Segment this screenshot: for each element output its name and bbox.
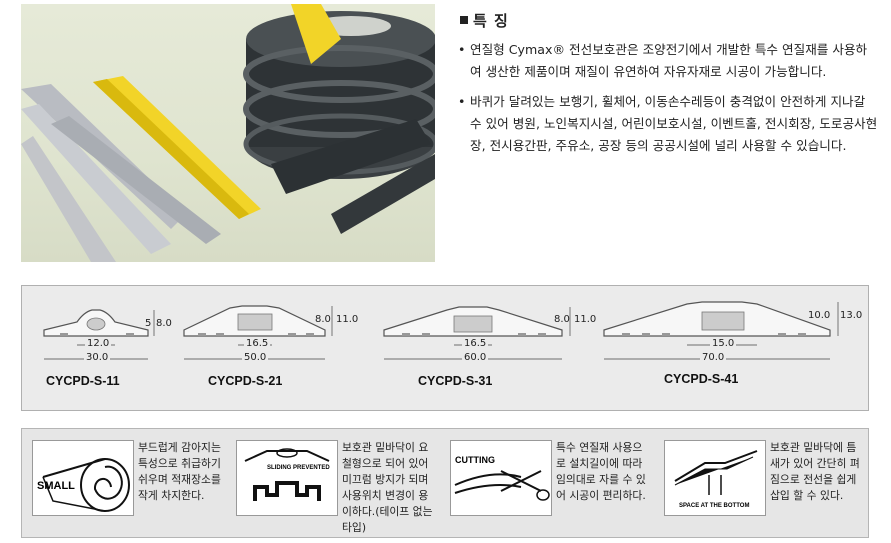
icon-description: 부드럽게 감아지는 특성으로 취급하기 쉬우며 적재장소를 작게 차지한다.: [138, 441, 221, 502]
product-photo: [21, 4, 435, 262]
dim-inner-s11: 12.0: [85, 338, 112, 349]
feature-bullet-text: 바퀴가 달려있는 보행기, 휠체어, 이동손수레등이 충격없이 안전하게 지나갈…: [470, 94, 878, 153]
model-name: CYCPD-S-21: [208, 374, 283, 388]
space-at-bottom-illustration: SPACE AT THE BOTTOM: [664, 440, 766, 516]
feature-bullet: • 바퀴가 달려있는 보행기, 휠체어, 이동손수레등이 충격없이 안전하게 지나…: [458, 91, 878, 157]
cutting-illustration: CUTTING: [450, 440, 552, 516]
dim-width-s31: 60.0: [462, 352, 489, 363]
square-bullet-icon: [460, 16, 468, 24]
icon-description: 보호관 밑바닥이 요철형으로 되어 있어 미끄럼 방지가 되며 사용위치 변경이…: [342, 441, 433, 534]
icon-caption: SPACE AT THE BOTTOM: [679, 503, 749, 509]
feature-icons-panel: SMALL 부드럽게 감아지는 특성으로 취급하기 쉬우며 적재장소를 작게 차…: [21, 428, 869, 538]
icon-description: 보호관 밑바닥에 틈새가 있어 간단히 펴짐으로 전선을 쉽게 삽입 할 수 있…: [770, 441, 860, 502]
icon-caption: SLIDING PREVENTED: [267, 465, 330, 471]
model-name: CYCPD-S-11: [46, 374, 120, 388]
model-name: CYCPD-S-31: [418, 374, 493, 388]
dim-height-small-s21: 8.0: [315, 314, 331, 325]
dim-height-s11: 8.0: [156, 318, 172, 329]
sliding-prevented-illustration: SLIDING PREVENTED: [236, 440, 338, 516]
feature-bullet-text: 연질형 Cymax® 전선보호관은 조양전기에서 개발한 특수 연질재를 사용하…: [470, 42, 868, 79]
icon-description: 특수 연질재 사용으로 설치길이에 따라 임의대로 자를 수 있어 시공이 편리…: [556, 441, 646, 502]
dim-height-s21: 11.0: [336, 314, 359, 325]
features-title: 특 징: [460, 10, 878, 31]
dim-inner-s31: 16.5: [462, 338, 489, 349]
icon-caption: CUTTING: [455, 455, 495, 465]
model-name: CYCPD-S-41: [664, 372, 739, 386]
features-title-text: 특 징: [473, 12, 509, 30]
dim-height-s41: 13.0: [840, 310, 863, 321]
dim-height-small-s31: 8.0: [554, 314, 570, 325]
dim-inner-s21: 16.5: [244, 338, 271, 349]
small-roll-illustration: SMALL: [32, 440, 134, 516]
dim-height-s31: 11.0: [574, 314, 597, 325]
dim-width-s21: 50.0: [242, 352, 269, 363]
bullet-dot-icon: •: [458, 94, 466, 109]
dim-inner-s41: 15.0: [710, 338, 737, 349]
feature-bullet: • 연질형 Cymax® 전선보호관은 조양전기에서 개발한 특수 연질재를 사용…: [458, 39, 878, 83]
bullet-dot-icon: •: [458, 42, 466, 57]
dim-width-s11: 30.0: [84, 352, 111, 363]
icon-caption: SMALL: [37, 480, 75, 492]
features-section: 특 징 • 연질형 Cymax® 전선보호관은 조양전기에서 개발한 특수 연질재…: [458, 6, 878, 256]
dim-width-s41: 70.0: [700, 352, 727, 363]
profile-dimensions-panel: 30.0 12.0 5 8.0 50.0 16.5 8.0 11.0 60.0 …: [21, 285, 869, 411]
dim-height-small-s11: 5: [145, 318, 152, 329]
dim-height-small-s41: 10.0: [808, 310, 831, 321]
